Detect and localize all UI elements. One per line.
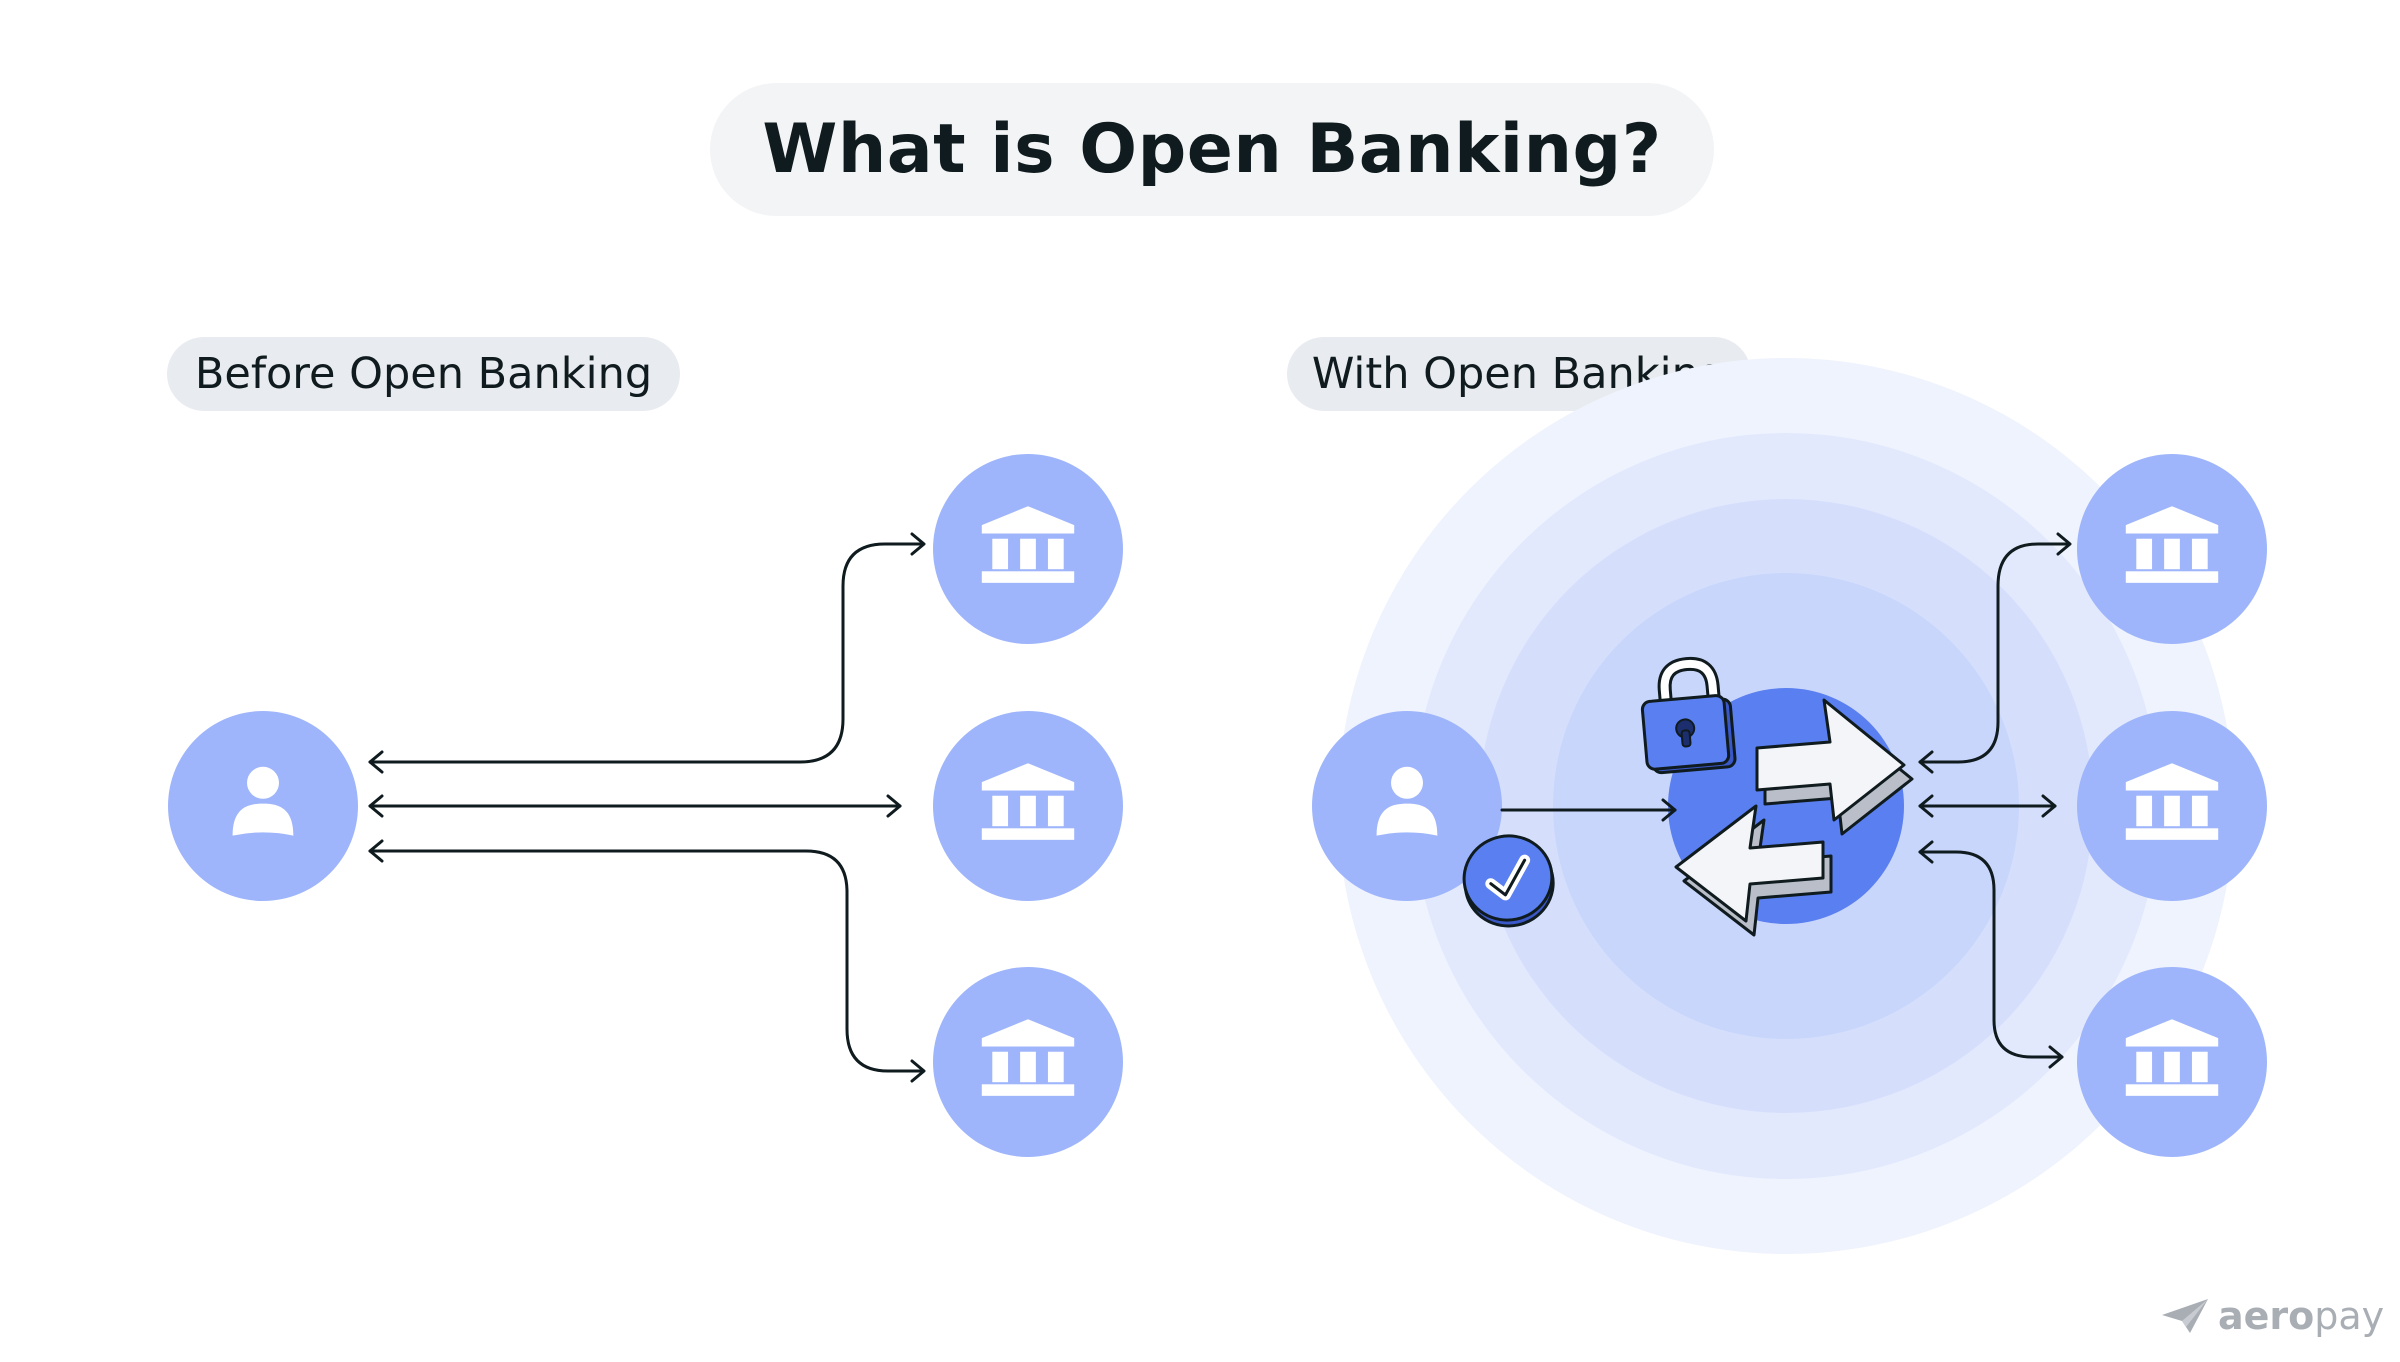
paper-plane-icon xyxy=(2162,1299,2208,1333)
connection-bottom-before xyxy=(368,849,924,1073)
with-diagram xyxy=(1312,358,2267,1254)
bank-node-bottom-with xyxy=(2077,967,2267,1157)
bank-node-top-with xyxy=(2077,454,2267,644)
brand-name-light: pay xyxy=(2314,1294,2385,1338)
connection-top-before xyxy=(368,542,924,764)
connection-hub-to-bottom-bank xyxy=(1918,850,2064,1059)
hub-rings xyxy=(1338,358,2234,1254)
checkmark-badge xyxy=(1462,834,1555,928)
padlock-icon xyxy=(1640,656,1737,775)
before-diagram xyxy=(168,454,1123,1157)
bank-node-top-before xyxy=(933,454,1123,644)
brand-logo: aeropay xyxy=(2160,1293,2384,1339)
before-open-banking-label: Before Open Banking xyxy=(167,337,680,411)
connection-hub-to-top-bank xyxy=(1918,542,2070,764)
checkmark-badge-icon xyxy=(1462,834,1555,928)
bank-node-middle-before xyxy=(933,711,1123,901)
brand-name: aeropay xyxy=(2218,1294,2384,1338)
user-node-with xyxy=(1312,711,1502,901)
exchange-arrows-icon xyxy=(1674,698,1914,937)
bank-node-bottom-before xyxy=(933,967,1123,1157)
bank-node-middle-with xyxy=(2077,711,2267,901)
user-node-before xyxy=(168,711,358,901)
brand-name-bold: aero xyxy=(2218,1294,2315,1338)
page-title: What is Open Banking? xyxy=(710,83,1714,216)
